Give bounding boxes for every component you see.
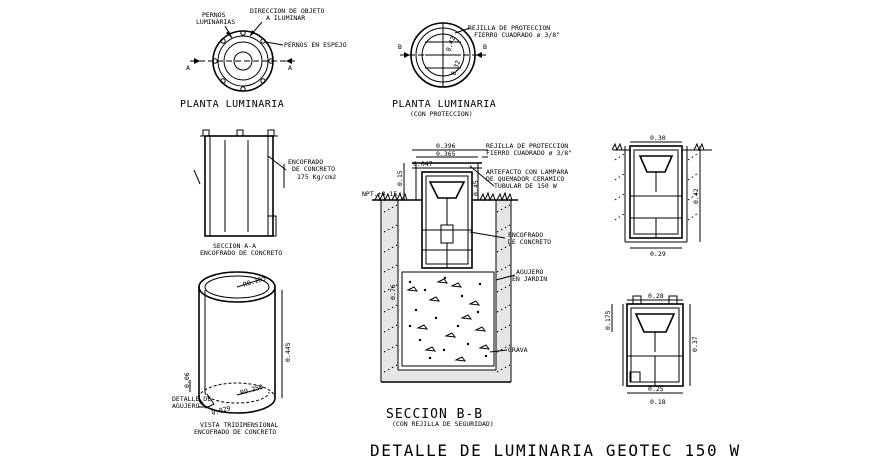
label-rejilla-top-2: FIERRO CUADRADO ø 3/8": [474, 31, 560, 39]
section-mark-a-left: A: [186, 64, 190, 72]
label-pernos-espejo: PERNOS EN ESPEJO: [284, 41, 347, 49]
label-encofrado-mid-1: ENCOFRADO: [508, 231, 543, 239]
label-detalle-agujero-1: DETALLE DE: [172, 395, 211, 403]
label-pernos-luminarias-1: PERNOS: [202, 11, 226, 19]
plan-luminaire: [190, 21, 296, 92]
subtitle-con-proteccion: (CON PROTECCION): [410, 110, 473, 118]
dim-045: 0.45: [472, 180, 480, 196]
dim-006-iso: 0.06: [183, 372, 191, 388]
dim-0029-iso: 0.029: [210, 404, 231, 417]
label-encofrado-left-2: DE CONCRETO: [292, 165, 335, 173]
plan-luminaire-protected: [400, 22, 486, 88]
label-agujero-2: EN JARDIN: [512, 275, 547, 283]
dim-030-top: 0.30: [650, 134, 666, 142]
dim-015: 0.15: [396, 170, 404, 186]
section-mark-b-left: B: [398, 43, 402, 51]
label-rejilla-mid-2: FIERRO CUADRADO ø 3/8": [486, 149, 572, 157]
dim-0445: 0.445: [284, 342, 292, 362]
label-encofrado-aa: ENCOFRADO DE CONCRETO: [200, 249, 282, 257]
dim-r0250: R0.250: [239, 383, 264, 397]
elevation-bottom-right: [611, 295, 691, 394]
dim-0047: 0.047: [413, 160, 433, 168]
dim-029-top: 0.29: [650, 250, 666, 258]
dim-042: 0.42: [692, 188, 700, 204]
title-planta-luminaria-1: PLANTA LUMINARIA: [180, 99, 284, 110]
section-bb-drawing: [372, 149, 518, 383]
label-encofrado-tri: ENCOFRADO DE CONCRETO: [194, 428, 276, 436]
label-artefacto-2: DE QUEMADOR CERAMICO: [486, 175, 564, 183]
title-planta-luminaria-2: PLANTA LUMINARIA: [392, 99, 496, 110]
label-seccion-aa: SECCION A-A: [213, 242, 256, 250]
dim-0396: 0.396: [436, 142, 456, 150]
section-aa-drawing: [193, 129, 287, 237]
label-agujero-1: AGUJERO: [516, 268, 543, 276]
dim-0175: 0.175: [604, 310, 612, 330]
dim-018: 0.18: [650, 398, 666, 406]
label-npt: NPT.+0.15: [362, 190, 397, 198]
label-artefacto-1: ARTEFACTO CON LAMPARA: [486, 168, 568, 176]
label-rejilla-mid-1: REJILLA DE PROTECCION: [486, 142, 568, 150]
subtitle-con-rejilla: (CON REJILLA DE SEGURIDAD): [392, 420, 494, 428]
label-pernos-luminarias-2: LUMINARIAS: [196, 18, 235, 26]
title-seccion-bb: SECCION B-B: [386, 407, 483, 422]
isometric-formwork: [189, 271, 283, 414]
dim-037: 0.37: [691, 336, 699, 352]
label-encofrado-left-1: ENCOFRADO: [288, 158, 323, 166]
dim-025: 0.25: [648, 385, 664, 393]
label-grava: GRAVA: [508, 346, 528, 354]
label-artefacto-3: TUBULAR DE 150 W: [494, 182, 557, 190]
dim-0365: 0.365: [436, 150, 456, 158]
label-encofrado-left-3: 175 Kg/cm2: [297, 173, 336, 181]
label-direccion-objeto-1: DIRECCION DE OBJETO: [250, 7, 324, 15]
dim-plan-1: 0.42: [444, 35, 457, 53]
label-rejilla-top-1: REJILLA DE PROTECCION: [468, 24, 550, 32]
label-detalle-agujero-2: AGUJERO: [172, 402, 199, 410]
main-title: DETALLE DE LUMINARIA GEOTEC 150 W: [370, 441, 741, 460]
elevation-top-right: [611, 141, 712, 249]
section-mark-b-right: B: [483, 43, 487, 51]
label-encofrado-mid-2: DE CONCRETO: [508, 238, 551, 246]
section-mark-a-right: A: [288, 64, 292, 72]
dim-028: 0.28: [648, 292, 664, 300]
dim-076: 0.76: [389, 284, 397, 300]
label-vista-tri: VISTA TRIDIMENSIONAL: [200, 421, 278, 429]
label-direccion-objeto-2: A ILUMINAR: [266, 14, 305, 22]
